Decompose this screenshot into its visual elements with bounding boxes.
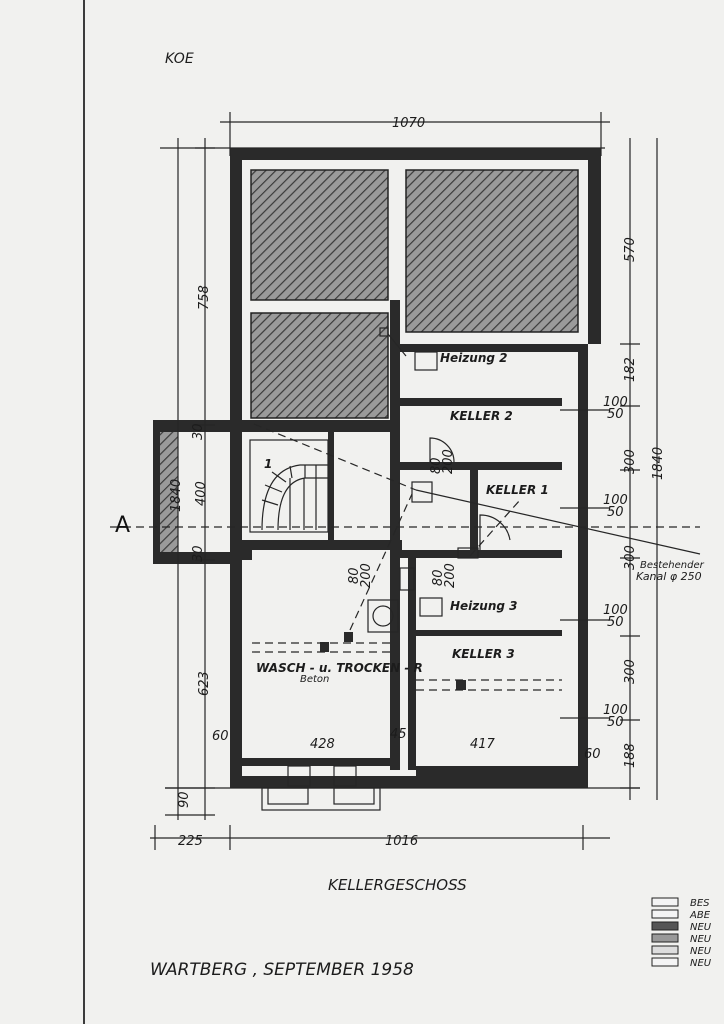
- dim-right-total: 1840: [651, 447, 666, 480]
- dim-right-188: 188: [623, 743, 638, 768]
- dim-right-50d: 50: [607, 715, 624, 730]
- dim-door-200-wasch: 200: [359, 563, 374, 588]
- dim-annex-mid: 400: [194, 481, 209, 506]
- dim-top-width: 1070: [392, 116, 425, 131]
- dim-right-182: 182: [623, 357, 638, 382]
- dim-wall-60-right: 60: [584, 747, 601, 762]
- dim-left-upper: 758: [197, 285, 212, 310]
- staircase: [249, 439, 329, 533]
- room-label-keller2: KELLER 2: [450, 409, 513, 423]
- dimension-labels: 1070 1016 225 428 417 60 45 60 758 623 9…: [169, 116, 666, 849]
- room-label-heizung2: Heizung 2: [440, 351, 507, 365]
- dim-door-200-top: 200: [441, 449, 456, 474]
- dim-right-300a: 300: [623, 449, 638, 474]
- dim-right-50b: 50: [607, 505, 624, 520]
- dim-right-100c: 100: [603, 603, 628, 618]
- room-label-heizung3: Heizung 3: [450, 599, 517, 613]
- dim-right-570: 570: [623, 237, 638, 262]
- header-code: KOE: [165, 51, 194, 67]
- dim-right-100a: 100: [603, 395, 628, 410]
- door-swings: [429, 437, 511, 550]
- legend-item-1: BES: [690, 898, 710, 909]
- kanal-label-2: Kanal φ 250: [636, 570, 702, 583]
- legend-item-2: ABE: [689, 910, 711, 921]
- legend-item-6: NEU: [690, 958, 712, 969]
- dim-bottom-offset: 225: [178, 834, 203, 849]
- dim-right-50a: 50: [607, 407, 624, 422]
- dim-annex-bot: 30: [191, 545, 206, 562]
- place-date: WARTBERG , SEPTEMBER 1958: [150, 960, 414, 980]
- legend: BES ABE NEU NEU NEU NEU: [651, 897, 712, 969]
- legend-item-3: NEU: [690, 922, 712, 933]
- dim-door-200-h3: 200: [443, 563, 458, 588]
- dim-bottom-width: 1016: [385, 834, 418, 849]
- dim-wall-45: 45: [390, 727, 407, 742]
- dim-left-bottom: 90: [177, 791, 192, 808]
- dim-right-300b: 300: [623, 545, 638, 570]
- dimension-lines: [150, 112, 658, 850]
- dim-room-428: 428: [310, 737, 335, 752]
- section-marker: A: [115, 513, 130, 538]
- room-label-keller1: KELLER 1: [486, 483, 549, 497]
- dim-room-417: 417: [470, 737, 496, 752]
- dim-door-80-top: 80: [429, 457, 444, 474]
- legend-item-4: NEU: [690, 934, 712, 945]
- dim-right-100d: 100: [603, 703, 628, 718]
- floor-title: KELLERGESCHOSS: [328, 876, 467, 894]
- dim-annex-top: 30: [191, 423, 206, 440]
- dashed-lines: [110, 423, 701, 691]
- dim-right-300c: 300: [623, 659, 638, 684]
- dim-door-80-h3: 80: [431, 569, 446, 586]
- room-label-wasch: WASCH - u. TROCKEN - R: [256, 661, 423, 675]
- stair-number: 1: [264, 457, 272, 471]
- dim-left-lower: 623: [197, 671, 212, 696]
- dim-annex-total: 1840: [169, 479, 184, 512]
- dim-wall-60-left: 60: [212, 729, 229, 744]
- fixtures: [320, 327, 479, 690]
- interior-walls: [242, 300, 578, 776]
- room-label-beton: Beton: [300, 674, 329, 685]
- room-label-keller3: KELLER 3: [452, 647, 515, 661]
- hatched-areas: [160, 169, 579, 552]
- dim-door-80-wasch: 80: [347, 567, 362, 584]
- dim-right-50c: 50: [607, 615, 624, 630]
- legend-item-5: NEU: [690, 946, 712, 957]
- kanal-label-1: Bestehender: [640, 560, 705, 571]
- dim-right-100b: 100: [603, 493, 628, 508]
